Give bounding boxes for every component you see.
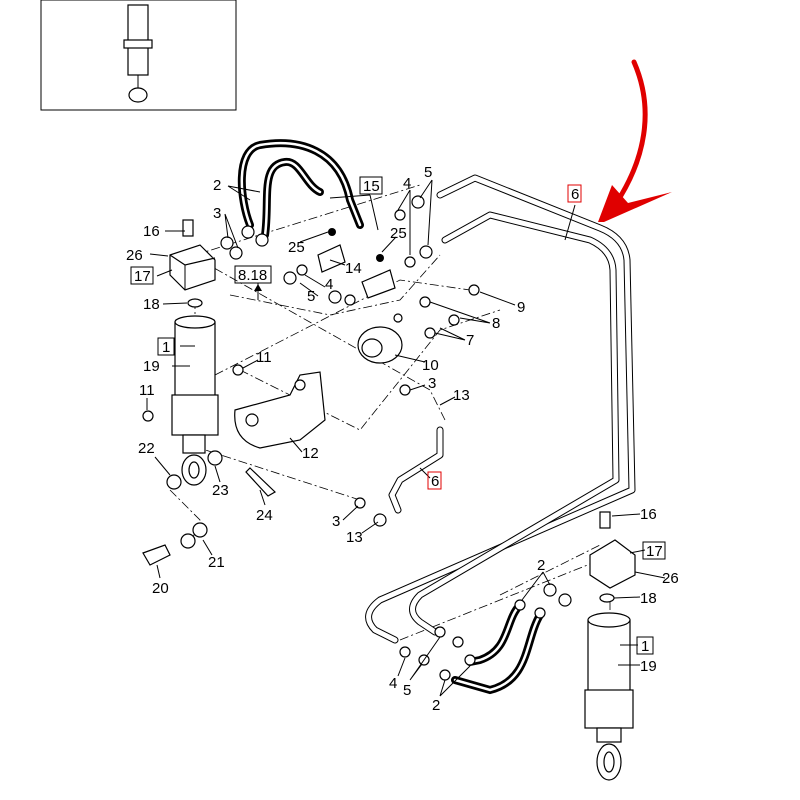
- callout: 4: [325, 276, 333, 293]
- callout: 3: [332, 513, 340, 530]
- callout: 5: [424, 164, 432, 181]
- callout: 4: [389, 675, 397, 692]
- callout: 25: [288, 239, 305, 256]
- callout: 13: [453, 387, 470, 404]
- callout: 18: [143, 296, 160, 313]
- callout: 19: [640, 658, 657, 675]
- callout-boxed: 1: [162, 339, 170, 356]
- callout: 2: [213, 177, 221, 194]
- upper-cylinder-assembly: [169, 219, 219, 486]
- callout-boxed: 8.18: [238, 267, 267, 284]
- lower-cylinder-assembly: [584, 511, 636, 781]
- callout: 2: [432, 697, 440, 714]
- callout: 5: [403, 682, 411, 699]
- callout: 11: [139, 382, 155, 399]
- callout: 16: [143, 223, 160, 240]
- callout: 3: [428, 375, 436, 392]
- callout: 26: [662, 570, 679, 587]
- callout: 4: [403, 175, 411, 192]
- inset-thumbnail: [40, 0, 237, 111]
- callout-boxed-highlighted: 6: [571, 186, 579, 203]
- callout: 13: [346, 529, 363, 546]
- callout-boxed: 17: [646, 543, 663, 560]
- callout: 18: [640, 590, 657, 607]
- callout: 2: [537, 557, 545, 574]
- rigid-pipes: [365, 174, 636, 644]
- callout: 16: [640, 506, 657, 523]
- callout: 3: [213, 205, 221, 222]
- bracket: [234, 371, 326, 449]
- callouts: 2 3 16 26 17 18 1 19 11 11 22 23 24 20 2…: [126, 164, 679, 714]
- flange: [357, 326, 403, 364]
- callout: 12: [302, 445, 319, 462]
- callout-boxed: 15: [363, 178, 380, 195]
- fittings: [142, 195, 572, 681]
- leader-lines: [146, 179, 666, 697]
- callout: 24: [256, 507, 273, 524]
- callout: 25: [390, 225, 407, 242]
- callout-boxed: 1: [641, 638, 649, 655]
- callout: 19: [143, 358, 160, 375]
- hoses: [237, 139, 544, 695]
- callout: 22: [138, 440, 155, 457]
- callout: 7: [466, 332, 474, 349]
- callout-boxed: 17: [134, 268, 151, 285]
- callout: 21: [208, 554, 225, 571]
- annotation-arrow: [598, 59, 672, 222]
- callout: 14: [345, 260, 362, 277]
- callout: 8: [492, 315, 500, 332]
- callout: 26: [126, 247, 143, 264]
- callout: 9: [517, 299, 525, 316]
- callout: 11: [256, 349, 272, 366]
- callout: 23: [212, 482, 229, 499]
- callout: 20: [152, 580, 169, 597]
- callout: 10: [422, 357, 439, 374]
- callout-boxed-highlighted: 6: [431, 473, 439, 490]
- callout: 5: [307, 288, 315, 305]
